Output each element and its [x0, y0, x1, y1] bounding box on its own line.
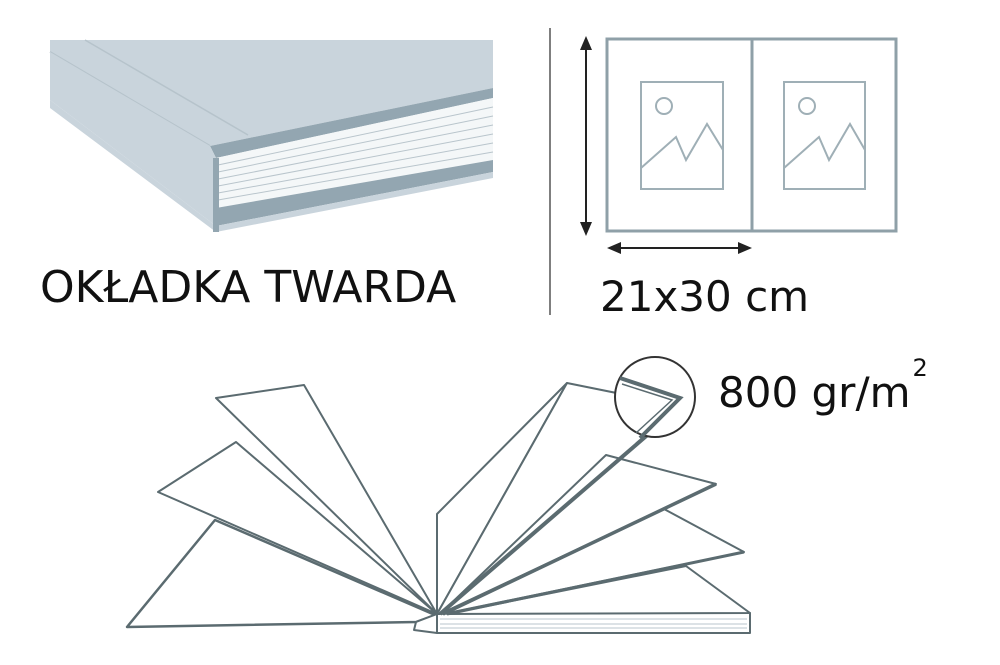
book-cover-edge	[210, 88, 493, 158]
picture-icon	[640, 81, 724, 190]
book-cover-bottom-face	[50, 100, 493, 232]
picture-icon	[783, 81, 866, 190]
hardcover-book-icon	[49, 39, 494, 232]
magnifier-circle-icon	[614, 356, 696, 440]
cover-type-label: OKŁADKA TWARDA	[40, 262, 457, 313]
fanned-pages-icon	[125, 382, 751, 634]
paper-weight-label: 800 gr/m2	[718, 356, 928, 414]
page-lines	[217, 106, 494, 201]
base-page-lines	[440, 618, 747, 629]
book-base	[436, 612, 751, 634]
book-side	[50, 52, 216, 226]
book-spine-line-2	[84, 39, 249, 136]
book-cover-bottom	[216, 160, 493, 226]
height-arrow	[580, 36, 592, 236]
open-spread-icon	[580, 36, 898, 254]
size-label: 21x30 cm	[600, 272, 810, 321]
book-cover-top	[50, 40, 493, 146]
width-arrow	[607, 242, 752, 254]
paper-weight-value: 800 gr/m	[718, 368, 911, 417]
left-page-high	[215, 384, 438, 615]
paper-weight-exponent: 2	[912, 354, 928, 382]
left-page-low	[157, 441, 438, 615]
